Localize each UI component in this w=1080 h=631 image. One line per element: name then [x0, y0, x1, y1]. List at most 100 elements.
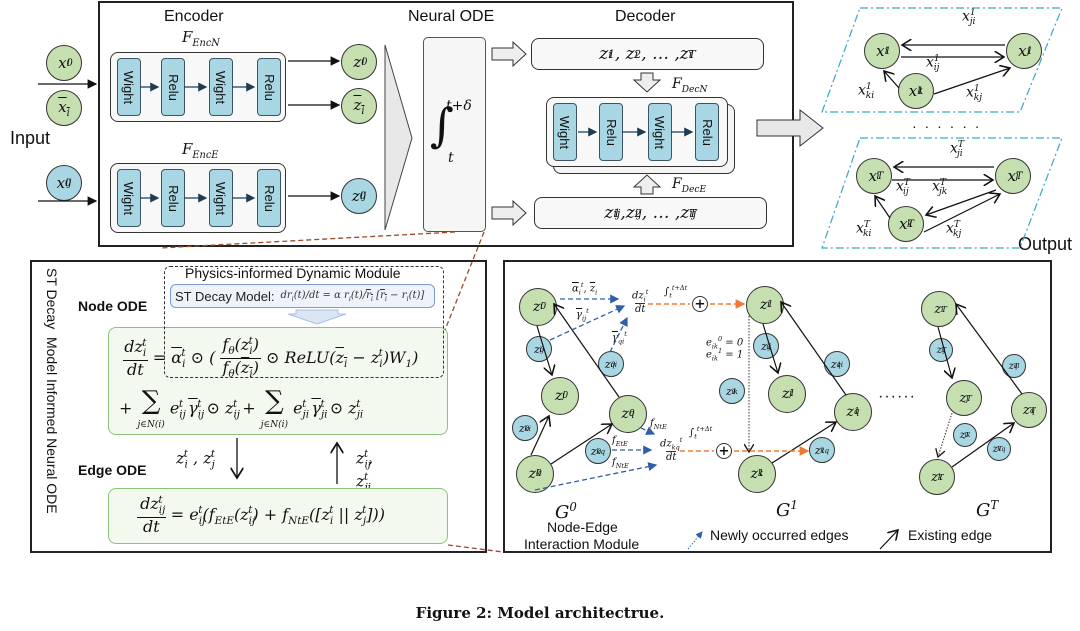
integral-upper: t+δ	[446, 98, 472, 114]
edge-encoder-label: FEncE	[182, 140, 219, 161]
flow-label-gamma-qi: γqit	[612, 330, 627, 346]
output-edge-x-ji-1: x1ji	[962, 8, 976, 28]
layer-weight: Wight	[553, 103, 577, 161]
layer-relu: Relu	[695, 103, 719, 161]
legend-existing-edge: Existing edge	[908, 527, 993, 543]
flow-label-alpha-zbar: αit, zi	[572, 281, 598, 297]
node-ode-label: Node ODE	[78, 298, 148, 314]
layer-weight: Wight	[117, 58, 141, 116]
layer-relu: Relu	[161, 58, 185, 116]
g1-label: G1	[776, 498, 798, 521]
output-ellipsis: · · · · · ·	[912, 118, 982, 134]
node-decoder-label: FDecN	[672, 76, 708, 95]
edge-ode-label: Edge ODE	[78, 462, 147, 478]
node-encoder-block: Wight Relu Wight Relu	[110, 52, 286, 122]
neural-ode-block: ∫ t+δ t	[423, 37, 486, 232]
legend-new-edges: Newly occurred edges	[710, 527, 849, 543]
sum-operator-top: +	[692, 296, 708, 312]
edge-decoder-label: FDecE	[672, 176, 707, 195]
output-edge-x-ij-1: x1ij	[926, 54, 940, 74]
encoded-node-z-bar-i: zi	[341, 88, 377, 124]
flow-label-integral-bottom: ∫tt+Δt	[689, 425, 713, 441]
down-arrow-label: zit , zjt	[176, 448, 216, 471]
output-edge-x-kj-1: x1kj	[966, 84, 983, 104]
output-edge-x-ki-T: xTki	[856, 220, 872, 240]
st-decay-model-box: ST Decay Model: dri(t)/dt = α ri(t)/ri […	[170, 284, 435, 308]
physics-module-title: Physics-informed Dynamic Module	[185, 265, 401, 281]
layer-relu: Relu	[257, 58, 281, 116]
figure-caption: Figure 2: Model architectrue.	[415, 604, 665, 622]
flow-label-gamma-ij: γijt	[576, 307, 589, 323]
gT-label: GT	[976, 498, 999, 521]
flow-label-edge-state-1: eik1 = 1	[706, 347, 744, 363]
integral-sign: ∫	[430, 98, 454, 152]
flow-label-f-NtE-bottom: fNtE	[612, 457, 629, 470]
st-decay-label: ST Decay Model:	[175, 288, 275, 304]
flow-label-edge-state-0: eik0 = 0	[706, 335, 744, 351]
output-edge-x-ji-T: xTji	[950, 140, 964, 160]
neural-ode-title: Neural ODE	[408, 8, 495, 25]
layer-weight: Wight	[209, 169, 233, 227]
node-encoder-label: FEncN	[182, 28, 220, 49]
flow-label-f-EtE: fEtE	[612, 435, 628, 448]
output-label: Output	[1018, 234, 1073, 254]
ode-panel-side-title: ST Decay Model Informed Neural ODE	[44, 268, 60, 514]
edge-encoder-block: Wight Relu Wight Relu	[110, 163, 286, 233]
output-edge-x-ki-1: x1ki	[858, 82, 875, 102]
g0-label: G0	[555, 500, 577, 523]
physics-module-frame	[164, 266, 444, 378]
encoder-title: Encoder	[164, 8, 224, 25]
output-edge-x-ij-T: xTij	[896, 178, 910, 198]
layer-relu: Relu	[161, 169, 185, 227]
layer-weight: Wight	[648, 103, 672, 161]
flow-label-f-NtE-top: fNtE	[650, 418, 667, 431]
sum-operator-bottom: +	[716, 443, 732, 459]
layer-weight: Wight	[209, 58, 233, 116]
node-ode-eq-line2: + ∑j∈N(i) eijt γijt ⊙ zijt + ∑j∈N(i) eji…	[119, 386, 364, 430]
input-label: Input	[10, 128, 51, 148]
module-label-line2: Interaction Module	[524, 536, 640, 552]
flow-label-integral-top: ∫tt+Δt	[664, 284, 688, 300]
graph-ellipsis: ······	[878, 388, 916, 405]
layer-weight: Wight	[117, 169, 141, 227]
st-decay-equation: dri(t)/dt = α ri(t)/ri [ri − ri(t)]	[280, 289, 425, 303]
output-edge-x-kj-T: xTkj	[946, 220, 962, 240]
output-edge-x-jk-T: xTjk	[932, 178, 948, 198]
up-arrow-label: zijt, zjit	[356, 448, 374, 493]
input-node-x-bar-i: xi	[46, 90, 82, 126]
